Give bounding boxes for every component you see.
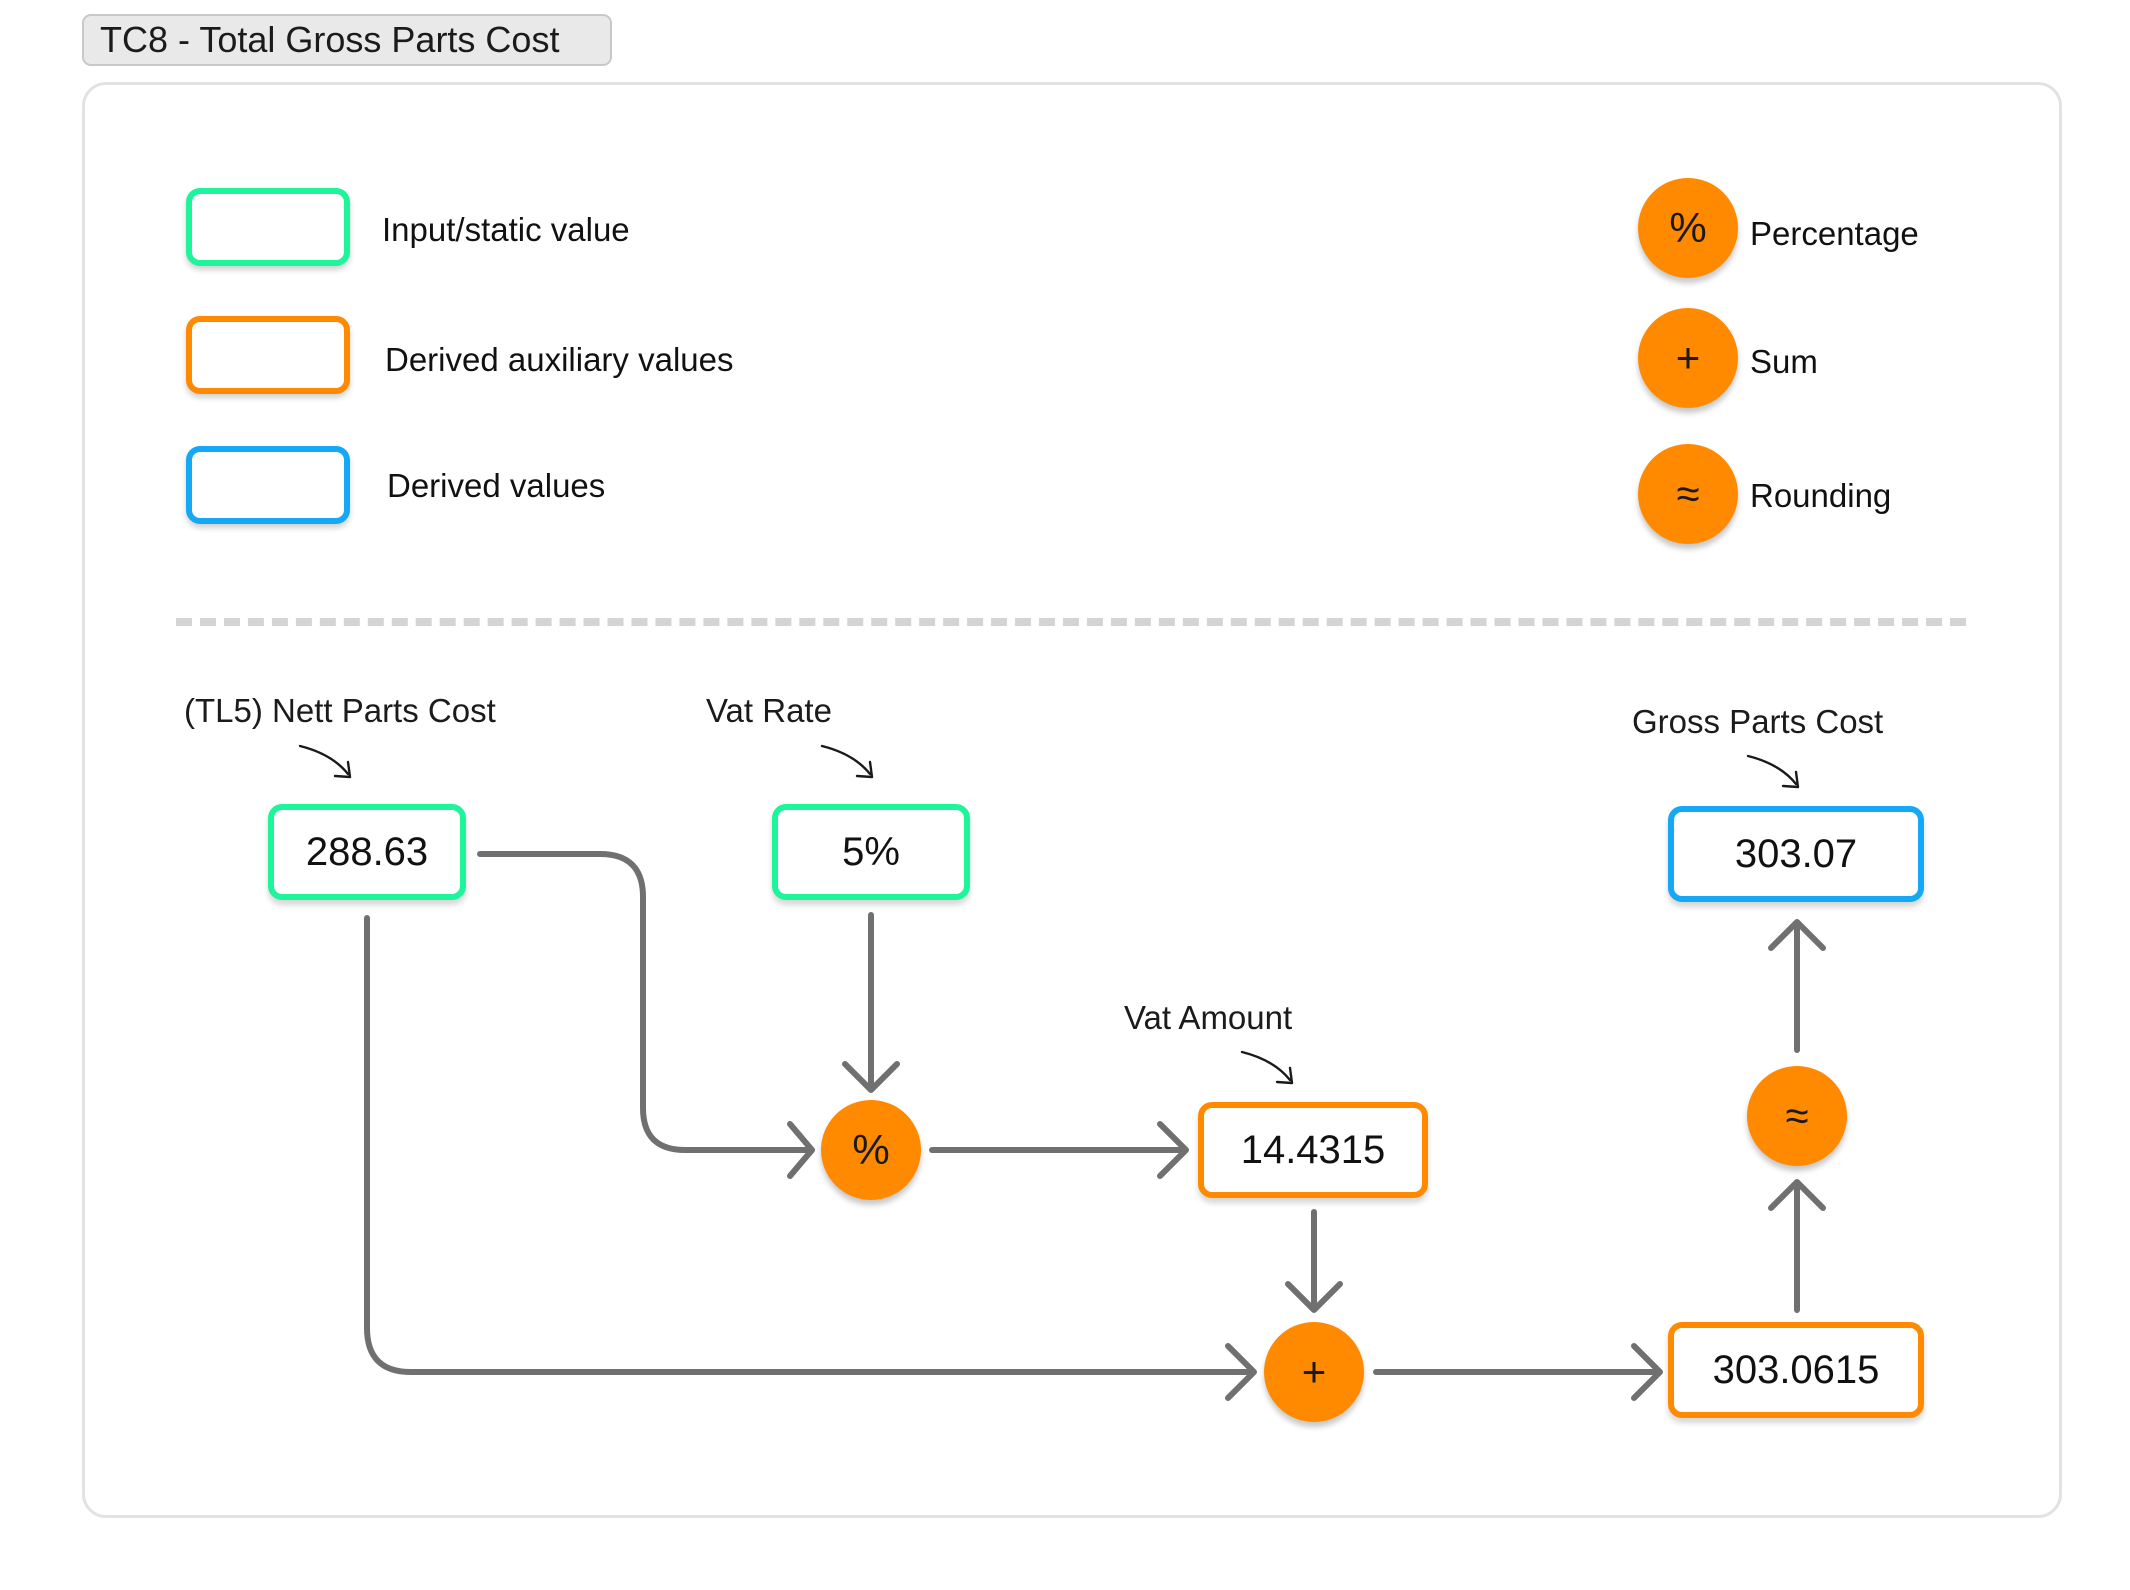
legend-percentage-icon: %	[1638, 178, 1738, 278]
legend-auxiliary-box	[186, 316, 350, 394]
legend-rounding-label: Rounding	[1750, 477, 1892, 514]
percentage-operator-icon: %	[821, 1100, 921, 1200]
nett-parts-cost-node: 288.63	[268, 804, 466, 900]
legend-sum-icon: +	[1638, 308, 1738, 408]
gross-parts-cost-label: Gross Parts Cost	[1632, 703, 1884, 740]
sum-operator-icon: +	[1264, 1322, 1364, 1422]
legend-percentage-label: Percentage	[1750, 215, 1919, 252]
vat-amount-node: 14.4315	[1198, 1102, 1428, 1198]
legend-auxiliary-label: Derived auxiliary values	[385, 341, 734, 378]
legend-derived-label: Derived values	[387, 467, 606, 504]
vat-rate-label: Vat Rate	[706, 692, 832, 729]
sum-result-node: 303.0615	[1668, 1322, 1924, 1418]
legend-input-label: Input/static value	[382, 211, 630, 248]
nett-parts-cost-label: (TL5) Nett Parts Cost	[184, 692, 496, 729]
rounding-operator-icon: ≈	[1747, 1066, 1847, 1166]
legend-derived-box	[186, 446, 350, 524]
section-divider	[176, 618, 1966, 626]
diagram-title: TC8 - Total Gross Parts Cost	[82, 14, 612, 66]
vat-rate-node: 5%	[772, 804, 970, 900]
legend-input-box	[186, 188, 350, 266]
diagram-frame	[82, 82, 2062, 1518]
legend-sum-label: Sum	[1750, 343, 1818, 380]
gross-parts-cost-node: 303.07	[1668, 806, 1924, 902]
vat-amount-label: Vat Amount	[1124, 999, 1293, 1036]
legend-rounding-icon: ≈	[1638, 444, 1738, 544]
